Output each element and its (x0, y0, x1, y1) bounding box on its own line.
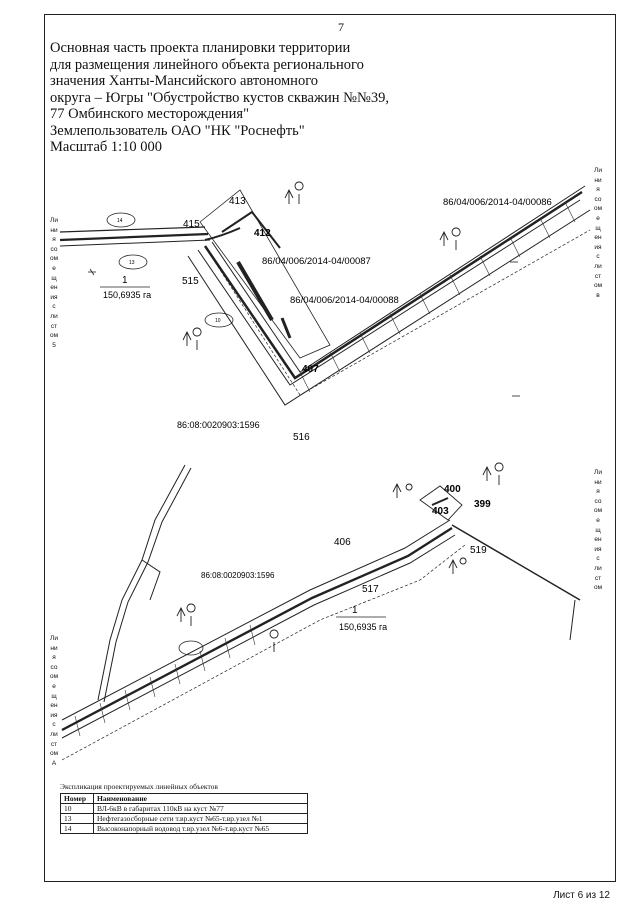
line-bottom-right (569, 599, 576, 641)
corridor-bottom-main (61, 519, 581, 761)
parcel-label-00087: 86/04/006/2014-04/00087 (262, 256, 371, 267)
legend-row-name: Нефтегазосборные сети т.вр.куст №65-т.вр… (93, 813, 308, 824)
road-bottom-left (97, 464, 192, 703)
hatch-bottom (74, 624, 256, 737)
legend-explication: Экспликация проектируемых линейных объек… (60, 782, 310, 834)
table-row: 13 Нефтегазосборные сети т.вр.куст №65-т… (60, 813, 308, 824)
forest-symbols (176, 181, 504, 652)
point-400: 400 (444, 484, 461, 495)
point-413: 413 (229, 196, 246, 207)
legend-row-number: 10 (60, 803, 94, 814)
area-value-top: 150,6935 га (103, 290, 151, 300)
point-412: 412 (254, 228, 271, 239)
point-399: 399 (474, 499, 491, 510)
point-406: 406 (334, 537, 351, 548)
circle-label-14: 14 (117, 218, 123, 224)
legend-row-name: ВЛ-6кВ в габаритах 110кВ на куст №77 (93, 803, 308, 814)
legend-caption: Экспликация проектируемых линейных объек… (60, 782, 218, 791)
page-number: 7 (338, 20, 344, 34)
point-407: 407 (302, 364, 319, 375)
title-line: значения Ханты-Мансийского автономного (50, 73, 319, 89)
point-517: 517 (362, 584, 379, 595)
circle-bottom (178, 640, 204, 656)
circle-14 (106, 212, 136, 228)
point-516: 516 (293, 432, 310, 443)
legend-row-number: 13 (60, 813, 94, 824)
table-row: 14 Высоконапорный водовод т.вр.узел №6-т… (60, 823, 308, 834)
area-number-bottom: 1 (352, 605, 358, 616)
parcel-label-1596-top: 86:08:0020903:1596 (177, 420, 260, 430)
legend-header-number: Номер (60, 793, 94, 804)
legend-row-number: 14 (60, 823, 94, 834)
point-403: 403 (432, 506, 449, 517)
table-row: 10 ВЛ-6кВ в габаритах 110кВ на куст №77 (60, 803, 308, 814)
legend-table: Номер Наименование 10 ВЛ-6кВ в габаритах… (60, 793, 308, 834)
parcel-label-1596-bottom: 86:08:0020903:1596 (201, 571, 275, 580)
legend-header-row: Номер Наименование (60, 793, 308, 804)
parcel-label-00088: 86/04/006/2014-04/00088 (290, 295, 399, 306)
point-415: 415 (183, 219, 200, 230)
area-number-top: 1 (122, 275, 128, 286)
legend-row-name: Высоконапорный водовод т.вр.узел №6-т.вр… (93, 823, 308, 834)
title-line: Землепользователь ОАО "НК "Роснефть" (50, 122, 305, 139)
sheet-frame (44, 14, 616, 882)
title-line: для размещения линейного объекта региона… (50, 56, 364, 73)
point-519: 519 (470, 545, 487, 556)
point-515: 515 (182, 276, 199, 287)
title-line: округа – Югры "Обустройство кустов скваж… (50, 89, 389, 106)
title-line: Основная часть проекта планировки террит… (50, 40, 351, 56)
circle-label-10: 10 (215, 318, 221, 324)
hatch-top (299, 201, 576, 393)
arrow-markers (88, 261, 520, 397)
title-line: 77 Омбинского месторождения" (50, 106, 250, 122)
circle-10 (204, 312, 234, 328)
circle-13 (118, 254, 148, 270)
corridor-top-left (59, 226, 211, 247)
well-pad-bottom (419, 485, 463, 521)
area-value-bottom: 150,6935 га (339, 622, 387, 632)
parcel-label-00086: 86/04/006/2014-04/00086 (443, 197, 552, 208)
connector-415-412 (204, 227, 241, 241)
legend-header-name: Наименование (93, 793, 308, 804)
circle-label-13: 13 (129, 260, 135, 266)
title-line: Масштаб 1:10 000 (50, 139, 163, 155)
document-title: Основная часть проекта планировки террит… (50, 40, 430, 156)
well-pad-top (199, 189, 331, 359)
sheet-footer: Лист 6 из 12 (553, 890, 610, 901)
